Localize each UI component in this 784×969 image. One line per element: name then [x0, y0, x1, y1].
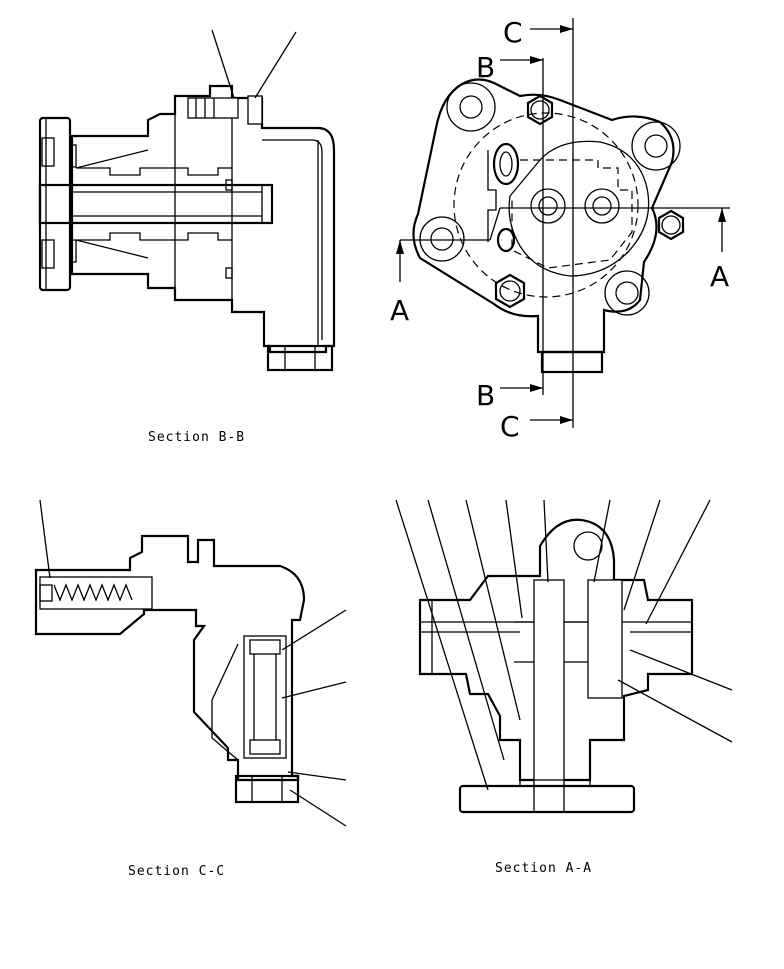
- leader-line: [543, 499, 549, 583]
- bottom-nut-bb: [266, 344, 334, 372]
- top-bolt: [187, 97, 239, 119]
- leader-line: [617, 679, 733, 743]
- hex-bolt: [657, 209, 685, 241]
- drive-flange: [38, 116, 77, 292]
- leader-line: [254, 31, 297, 99]
- hidden-gear-circle: [453, 112, 639, 298]
- leader-line: [281, 681, 347, 699]
- leader-line: [289, 789, 347, 827]
- leader-line: [281, 609, 347, 651]
- idler-gear: [587, 579, 623, 699]
- hex-bolt: [494, 273, 526, 309]
- section-mark-c-top: C: [503, 16, 523, 49]
- pump-body-aa: [418, 518, 694, 782]
- caption-section-aa: Section A-A: [495, 861, 592, 876]
- leader-line: [645, 499, 711, 625]
- drive-gear-shaft: [533, 579, 565, 813]
- leader-line: [505, 499, 523, 619]
- small-port: [496, 227, 516, 253]
- pump-body-cc: [34, 534, 306, 782]
- section-bb-view: Section B-B: [38, 29, 336, 445]
- section-mark-a-right: A: [710, 260, 729, 293]
- section-mark-c-bottom: C: [500, 410, 520, 443]
- inlet-port: [492, 142, 520, 186]
- section-cc-view: Section C-C: [34, 499, 347, 879]
- leader-line: [465, 499, 521, 721]
- drive-shaft: [38, 183, 274, 225]
- leader-line: [427, 499, 505, 761]
- leader-line: [39, 499, 51, 579]
- pump-plan-view: C B A A B C: [390, 16, 730, 443]
- section-aa-view: Section A-A: [395, 499, 733, 876]
- outlet-nut-plan: [540, 350, 604, 374]
- pump-body-bb: [70, 84, 336, 354]
- vertical-valve: [243, 635, 287, 759]
- relief-valve: [39, 576, 153, 610]
- leader-line: [623, 499, 661, 611]
- leader-line: [395, 499, 489, 791]
- bottom-nut-cc: [234, 774, 300, 804]
- caption-section-cc: Section C-C: [128, 864, 225, 879]
- leader-line: [287, 771, 347, 781]
- section-mark-b-top: B: [476, 51, 495, 84]
- leader-line: [629, 649, 733, 691]
- caption-section-bb: Section B-B: [148, 430, 245, 445]
- section-mark-b-bottom: B: [476, 379, 495, 412]
- leader-line: [593, 499, 611, 583]
- leader-line: [211, 29, 235, 99]
- section-mark-a-left: A: [390, 294, 409, 327]
- hex-bolt: [526, 94, 554, 126]
